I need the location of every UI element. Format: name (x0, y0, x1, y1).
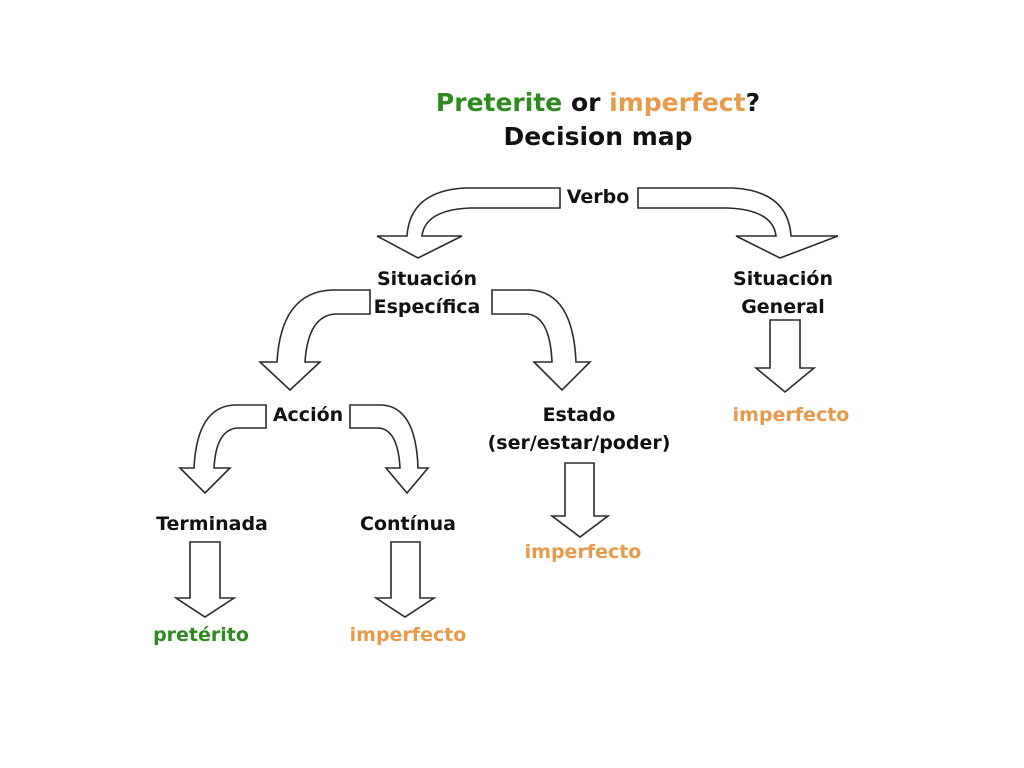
title-imperfect: imperfect (609, 88, 746, 117)
straight-arrow-estado-to-result (549, 462, 611, 538)
result-terminada-preterito: pretérito (153, 624, 249, 646)
node-accion: Acción (272, 404, 344, 426)
straight-arrow-continua-to-result (373, 541, 437, 618)
node-situacion-especifica-line-2: Específica (373, 296, 481, 318)
title-preterite: Preterite (435, 88, 563, 117)
node-estado-line-2: (ser/estar/poder) (487, 432, 671, 454)
curved-arrow-accion-to-terminada (178, 404, 267, 495)
node-situacion-especifica: Situación Específica (374, 265, 481, 321)
node-estado-line-1: Estado (542, 404, 616, 426)
node-continua: Contínua (360, 513, 456, 535)
node-verbo: Verbo (566, 186, 630, 208)
result-continua-imperfecto: imperfecto (349, 624, 467, 646)
diagram-title: Preterite or imperfect? Decision map (436, 86, 760, 154)
node-estado: Estado (ser/estar/poder) (488, 401, 671, 457)
straight-arrow-terminada-to-result (173, 541, 237, 618)
node-situacion-general-line-1: Situación (733, 268, 833, 290)
node-situacion-general: Situación General (733, 265, 833, 321)
node-terminada: Terminada (156, 513, 268, 535)
title-or: or (562, 88, 610, 117)
result-general-imperfecto: imperfecto (732, 404, 850, 426)
title-question-mark: ? (745, 88, 761, 117)
curved-arrow-accion-to-continua (349, 404, 430, 495)
curved-arrow-especifica-to-accion (257, 289, 371, 392)
title-line-1: Preterite or imperfect? (436, 86, 760, 120)
curved-arrow-especifica-to-estado (491, 289, 592, 392)
result-estado-imperfecto: imperfecto (524, 541, 642, 563)
title-line-2: Decision map (503, 122, 693, 151)
curved-arrow-verbo-to-especifica (376, 187, 561, 259)
node-situacion-especifica-line-1: Situación (377, 268, 477, 290)
curved-arrow-verbo-to-general (637, 187, 839, 259)
node-situacion-general-line-2: General (741, 296, 825, 318)
straight-arrow-general-to-result (753, 319, 817, 394)
